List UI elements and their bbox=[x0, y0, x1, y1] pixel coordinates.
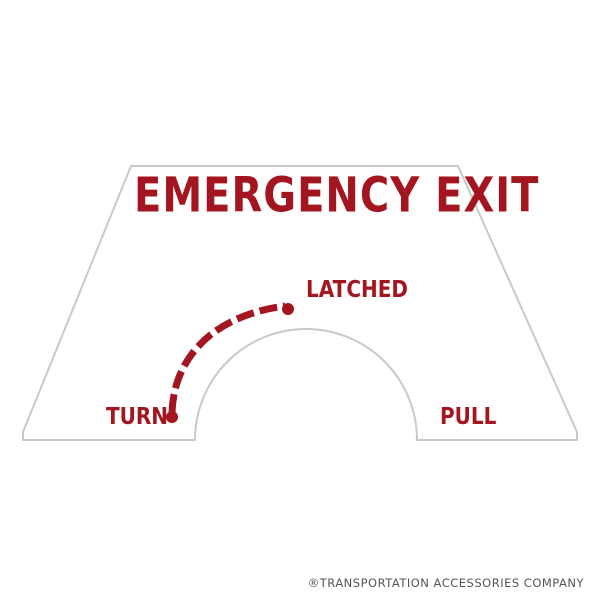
copyright-text: ®TRANSPORTATION ACCESSORIES COMPANY bbox=[307, 576, 584, 590]
label-outline bbox=[22, 165, 578, 441]
dashed-arc-arrow-icon bbox=[166, 302, 294, 423]
latched-label: LATCHED bbox=[306, 275, 408, 303]
turn-label: TURN bbox=[106, 402, 169, 430]
pull-label: PULL bbox=[440, 402, 497, 430]
turn-arc-dashes bbox=[168, 302, 286, 413]
turn-arc-start-dot bbox=[166, 411, 178, 423]
turn-arc-end-dot bbox=[282, 303, 294, 315]
label-title: EMERGENCY EXIT bbox=[134, 168, 540, 224]
